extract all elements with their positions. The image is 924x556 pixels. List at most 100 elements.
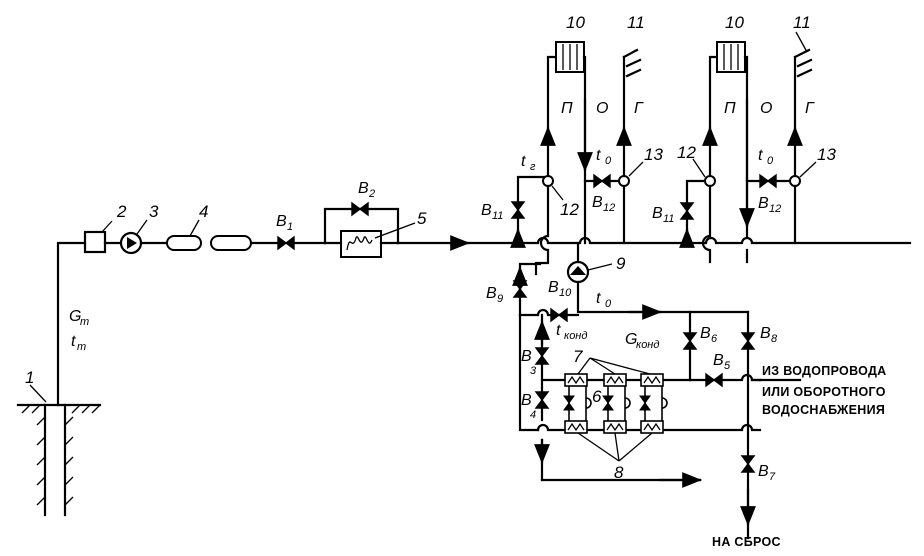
lower-loop-left (518, 313, 540, 432)
valve-b9[interactable] (512, 280, 528, 298)
label-9: 9 (616, 254, 626, 273)
label-p-left: П (561, 100, 573, 117)
label-11-right: 11 (793, 13, 811, 32)
label-3: 3 (149, 202, 159, 221)
valve-b3[interactable] (534, 347, 550, 365)
svg-text:B: B (592, 194, 603, 211)
label-b3: B 3 (521, 348, 537, 377)
label-o-right: О (760, 100, 772, 117)
mixer-13-left (618, 175, 630, 187)
valve-b12-left[interactable] (593, 173, 611, 189)
svg-text:11: 11 (492, 210, 503, 222)
supply-label-line1: ИЗ ВОДОПРОВОДА (762, 364, 886, 378)
label-b2: B 2 (358, 180, 375, 200)
svg-text:B: B (481, 202, 492, 219)
radiator-supply-left (546, 55, 557, 142)
label-10-right: 10 (725, 13, 744, 32)
label-o-left: О (596, 100, 608, 117)
label-b12-left: B 12 (592, 194, 615, 214)
branch-b11-right (685, 179, 707, 245)
label-t0-top-left: t 0 (596, 147, 612, 167)
svg-text:B: B (521, 348, 532, 365)
svg-text:B: B (758, 195, 769, 212)
label-b6: B 6 (700, 325, 718, 345)
valve-b5[interactable] (705, 372, 723, 388)
label-12-right: 12 (677, 143, 696, 162)
valve-b10[interactable] (550, 307, 568, 323)
well-riser (56, 241, 87, 407)
valve-b6[interactable] (682, 332, 698, 350)
valve-b2[interactable] (351, 201, 369, 217)
svg-text:t: t (596, 147, 601, 164)
svg-text:B: B (521, 392, 532, 409)
label-13-right: 13 (817, 145, 836, 164)
valve-b1[interactable] (277, 235, 295, 251)
svg-text:B: B (713, 352, 724, 369)
mixer-12-right (704, 175, 716, 187)
label-g-right: Г (805, 100, 815, 117)
svg-text:5: 5 (724, 360, 731, 372)
mixer-12-left (542, 175, 554, 187)
radiator-10-right (716, 41, 746, 73)
svg-text:11: 11 (663, 213, 674, 225)
exchanger-block (540, 373, 692, 434)
valve-b11-left[interactable] (510, 201, 526, 219)
valve-b11-right[interactable] (679, 202, 695, 220)
label-13-left: 13 (644, 145, 663, 164)
main-pipe (466, 236, 912, 245)
svg-text:B: B (358, 180, 369, 197)
branch-b11 (516, 175, 550, 245)
svg-text:г: г (530, 161, 536, 173)
riser-p-right (701, 184, 712, 264)
riser-p-left (534, 184, 550, 276)
radiator-supply-right (708, 55, 718, 142)
label-b8: B 8 (760, 325, 778, 345)
svg-text:конд: конд (636, 339, 659, 351)
branch-b9 (518, 262, 542, 317)
label-t0-bottom: t 0 (596, 290, 612, 310)
svg-text:т: т (80, 316, 89, 328)
drain-label: НА СБРОС (712, 535, 781, 549)
svg-text:10: 10 (559, 287, 572, 299)
valve-b7[interactable] (740, 455, 756, 473)
filter-2 (83, 230, 107, 254)
label-1: 1 (25, 368, 34, 387)
svg-text:6: 6 (711, 333, 718, 345)
mixer-13-right (789, 175, 801, 187)
svg-text:8: 8 (771, 333, 778, 345)
svg-text:9: 9 (497, 293, 503, 305)
svg-text:12: 12 (769, 203, 781, 215)
svg-text:t: t (71, 333, 76, 350)
svg-text:2: 2 (368, 188, 375, 200)
label-t-kond: t конд (556, 322, 587, 342)
supply-label-line3: ВОДОСНАБЖЕНИЯ (762, 403, 885, 417)
svg-text:7: 7 (769, 471, 776, 483)
label-8: 8 (614, 463, 624, 482)
tap-11-left (622, 48, 642, 78)
label-4: 4 (199, 202, 208, 221)
svg-text:т: т (77, 341, 86, 353)
svg-text:t: t (556, 322, 561, 339)
lower-return-line (536, 423, 762, 432)
svg-text:B: B (548, 279, 559, 296)
valve-b8[interactable] (740, 332, 756, 350)
flow-g-t-label: G т t т (69, 308, 89, 353)
radiator-10-left (555, 41, 585, 73)
label-6: 6 (592, 387, 602, 406)
label-t0-top-right: t 0 (758, 147, 774, 167)
label-b7: B 7 (758, 463, 776, 483)
valve-b4[interactable] (534, 391, 550, 409)
svg-text:B: B (758, 463, 769, 480)
svg-text:B: B (276, 213, 287, 230)
svg-text:0: 0 (605, 298, 612, 310)
svg-text:1: 1 (287, 221, 293, 233)
label-b5: B 5 (713, 352, 731, 372)
svg-text:3: 3 (530, 365, 537, 377)
label-7: 7 (573, 347, 583, 366)
label-tg: t г (521, 153, 536, 173)
heat-exchanger-4 (166, 235, 252, 251)
svg-text:t: t (521, 153, 526, 170)
svg-text:0: 0 (605, 155, 612, 167)
valve-b12-right[interactable] (759, 173, 777, 189)
